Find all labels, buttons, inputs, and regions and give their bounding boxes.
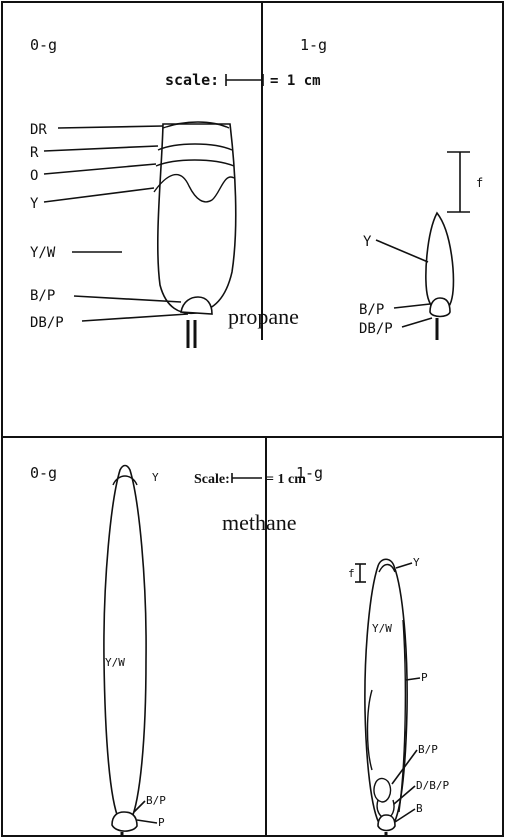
panel-gravity-label: 0-g bbox=[30, 36, 57, 54]
label-y-w: Y/W bbox=[30, 245, 56, 261]
panel-gravity-label: 1-g bbox=[296, 464, 323, 482]
panel-gravity-label: 0-g bbox=[30, 464, 57, 482]
label-p: P bbox=[421, 671, 428, 684]
label-p: P bbox=[158, 816, 165, 829]
label-dr: DR bbox=[30, 122, 47, 138]
label-y-w: Y/W bbox=[372, 622, 392, 635]
methane-1g-flame bbox=[364, 558, 408, 836]
label-d-b-p: D/B/P bbox=[416, 779, 449, 792]
methane-scale-bar: Scale: = 1 cm bbox=[194, 472, 306, 487]
label-y: Y bbox=[413, 556, 420, 569]
label-b-p: B/P bbox=[30, 288, 55, 304]
propane-1g-labels: Y B/P DB/P bbox=[359, 234, 433, 337]
methane-1g-labels: Y Y/W P B/P D/B/P B bbox=[372, 556, 449, 823]
propane-1g-flicker-bar bbox=[447, 151, 470, 213]
label-y-w: Y/W bbox=[105, 656, 125, 669]
methane-1g-flicker-bar bbox=[355, 563, 366, 583]
panel-gravity-label: 1-g bbox=[300, 36, 327, 54]
methane-0g-labels: Y Y/W B/P P bbox=[105, 471, 166, 829]
scale-prefix: scale: bbox=[165, 71, 219, 89]
label-f: f bbox=[476, 176, 483, 190]
propane-scale-bar: scale: = 1 cm bbox=[165, 71, 321, 89]
label-b-p: B/P bbox=[418, 743, 438, 756]
propane-0g-flame bbox=[153, 121, 237, 348]
scale-value: = 1 cm bbox=[270, 73, 321, 89]
label-db-p: DB/P bbox=[30, 315, 64, 331]
methane-0g-flame bbox=[103, 464, 147, 836]
label-b-p: B/P bbox=[146, 794, 166, 807]
label-f: f bbox=[348, 567, 355, 580]
fuel-label-methane: methane bbox=[222, 510, 297, 535]
label-y: Y bbox=[363, 234, 372, 250]
label-b-p: B/P bbox=[359, 302, 384, 318]
scale-value: = 1 cm bbox=[266, 472, 306, 487]
label-y: Y bbox=[30, 196, 39, 212]
label-db-p: DB/P bbox=[359, 321, 393, 337]
scale-prefix: Scale: bbox=[194, 472, 230, 487]
propane-0g-labels: DR R O Y Y/W B/P DB/P bbox=[30, 122, 189, 331]
propane-1g-flame bbox=[425, 211, 455, 340]
label-r: R bbox=[30, 145, 39, 161]
fuel-label-propane: propane bbox=[228, 304, 299, 329]
label-b: B bbox=[416, 802, 423, 815]
label-y: Y bbox=[152, 471, 159, 484]
label-o: O bbox=[30, 168, 38, 184]
